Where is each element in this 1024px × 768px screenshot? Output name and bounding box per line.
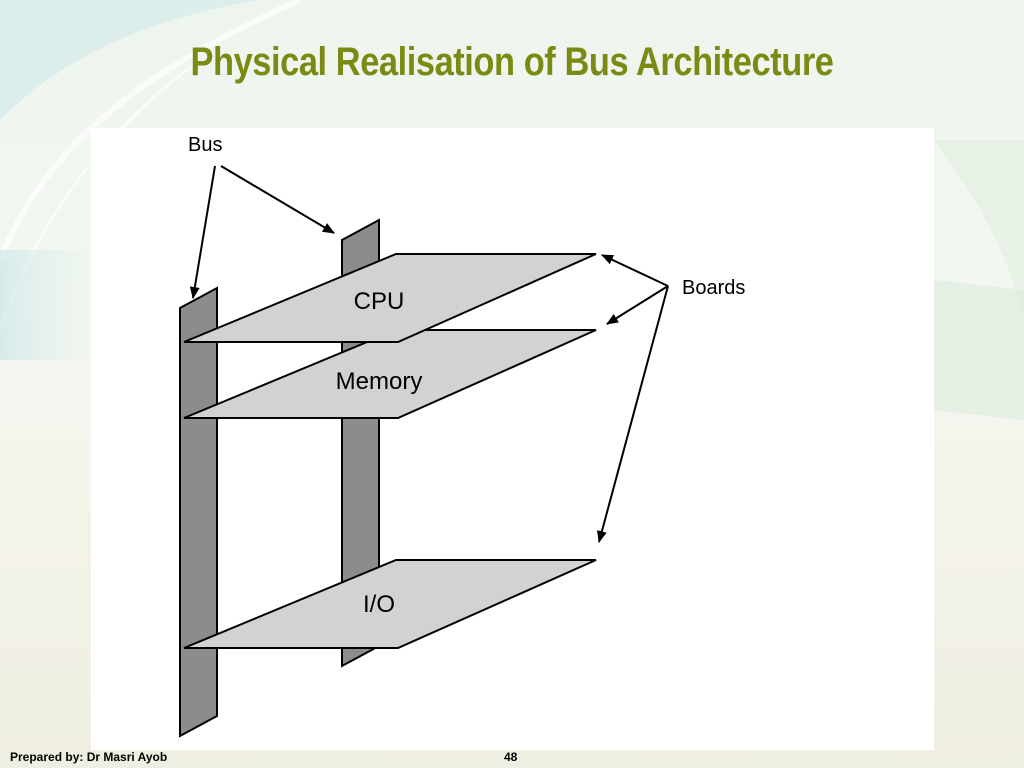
boards-label: Boards: [682, 277, 745, 299]
io-board-label: I/O: [363, 591, 395, 618]
footer-author: Prepared by: Dr Masri Ayob: [10, 750, 168, 764]
page-number: 48: [504, 750, 518, 764]
bus-rail-front: [179, 286, 218, 738]
boards-arrow-to-cpu: [601, 254, 669, 287]
bus-arrow-to-back-rail: [220, 165, 335, 234]
bus-architecture-diagram: CPU Memory I/O Bus Boards: [91, 128, 934, 750]
cpu-board-label: CPU: [354, 288, 405, 315]
diagram-svg: CPU Memory I/O Bus Boards: [179, 134, 745, 738]
boards-arrow-to-memory: [606, 285, 669, 325]
memory-board: [183, 329, 597, 419]
boards-arrow-to-io: [597, 285, 669, 543]
slide-title: Physical Realisation of Bus Architecture: [190, 40, 834, 84]
bus-arrow-to-front-rail: [189, 165, 216, 299]
cpu-board: [183, 253, 597, 343]
io-board: [183, 559, 597, 649]
memory-board-label: Memory: [336, 368, 423, 395]
bus-label: Bus: [188, 134, 222, 156]
